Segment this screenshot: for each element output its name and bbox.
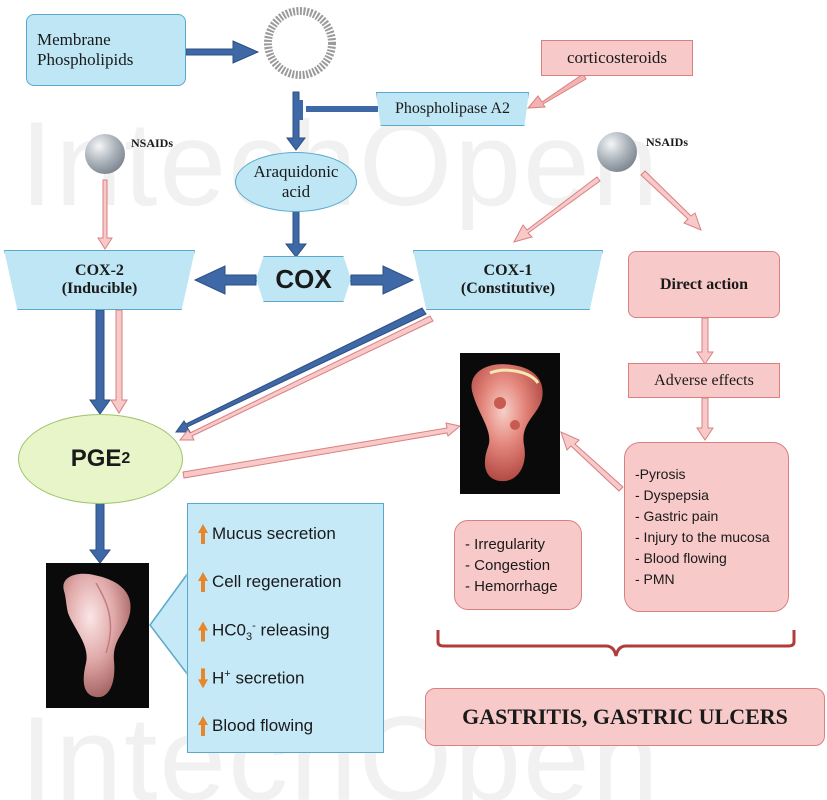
effect-label: Mucus secretion — [212, 524, 336, 543]
effect-label-text: secretion — [230, 668, 305, 688]
effect-row: Cell regeneration — [198, 572, 341, 592]
cox2-box: COX-2 (Inducible) — [4, 250, 195, 310]
effect-row: Mucus secretion — [198, 524, 336, 544]
protective-effects-panel: Mucus secretion Cell regeneration HC03- … — [187, 503, 384, 753]
effect-label: HC03- releasing — [212, 620, 330, 643]
symptom-item: - PMN — [635, 571, 675, 587]
arrow-pge2-to-stomach — [88, 502, 112, 564]
arrow-nsaids-to-cox2 — [97, 179, 113, 250]
phospholipase-inhibition-bar — [306, 106, 378, 112]
increase-arrow-icon — [198, 572, 208, 592]
arrow-membrane-to-micelle — [185, 40, 260, 64]
effect-label-text: H — [212, 668, 225, 688]
arrow-nsaids-to-direct-action — [640, 170, 702, 231]
effect-label-superscript: + — [224, 668, 231, 680]
symptom-item: - Gastric pain — [635, 508, 719, 524]
cox1-box: COX-1 (Constitutive) — [413, 250, 603, 310]
effect-label-subscript: 3 — [246, 631, 253, 644]
micelle-icon — [264, 7, 336, 79]
nsaids-label-left: NSAIDs — [131, 136, 174, 150]
cox1-sublabel: (Constitutive) — [460, 280, 556, 297]
arrow-pge2-to-ulcer — [182, 422, 462, 479]
increase-arrow-icon — [198, 524, 208, 544]
phospholipase-a2-box: Phospholipase A2 — [376, 92, 529, 126]
arrow-cox2-to-pge2-pink — [110, 309, 128, 414]
arrow-cox1-to-pge2-pink — [178, 315, 434, 441]
cox-box: COX — [256, 256, 351, 302]
healthy-stomach-image — [63, 573, 131, 698]
membrane-phospholipids-box: Membrane Phospholipids — [26, 14, 186, 86]
arrow-cox1-to-pge2 — [175, 307, 427, 433]
effect-label: H+ secretion — [212, 668, 304, 689]
ulcerated-stomach-image — [471, 364, 543, 482]
lesion-item: - Congestion — [465, 556, 551, 574]
arrow-adverse-to-symptoms — [696, 397, 714, 441]
nsaid-pill-icon — [85, 134, 125, 174]
cox2-label: COX-2 — [75, 262, 124, 279]
effect-label-text: releasing — [255, 620, 330, 640]
symptom-item: - Dyspepsia — [635, 487, 709, 503]
effect-label-text: HC0 — [212, 620, 247, 640]
arrow-araquidonic-to-cox — [284, 209, 308, 258]
effect-label: Blood flowing — [212, 716, 314, 735]
effect-row: HC03- releasing — [198, 620, 330, 643]
arrow-corticosteroids-to-phospholipase — [526, 73, 587, 109]
lesions-box: - Irregularity - Congestion - Hemorrhage — [454, 520, 582, 610]
increase-arrow-icon — [198, 716, 208, 736]
direct-action-box: Direct action — [628, 251, 780, 318]
symptom-item: -Pyrosis — [635, 466, 686, 482]
lesion-item: - Irregularity — [465, 535, 546, 553]
gastritis-ulcers-box: GASTRITIS, GASTRIC ULCERS — [425, 688, 825, 746]
cox2-sublabel: (Inducible) — [61, 280, 138, 297]
corticosteroids-box: corticosteroids — [541, 40, 693, 76]
symptoms-box: -Pyrosis - Dyspepsia - Gastric pain - In… — [624, 442, 789, 612]
cox1-label: COX-1 — [483, 262, 533, 279]
effect-row: Blood flowing — [198, 716, 313, 736]
ulcerated-stomach-photo — [460, 353, 560, 494]
nsaid-pill-icon — [597, 132, 637, 172]
symptom-item: - Injury to the mucosa — [635, 529, 770, 545]
healthy-stomach-photo — [46, 563, 149, 708]
pge2-label: PGE — [70, 445, 122, 472]
adverse-effects-box: Adverse effects — [628, 363, 780, 398]
symptom-item: - Blood flowing — [635, 550, 727, 566]
arrow-symptoms-to-ulcer — [560, 431, 624, 492]
arrow-cox-to-cox1 — [350, 265, 415, 295]
effect-label: Cell regeneration — [212, 572, 342, 591]
decrease-arrow-icon — [198, 668, 208, 689]
pge2-subscript: 2 — [121, 450, 131, 467]
arrow-nsaids-to-cox1 — [513, 176, 601, 243]
lesion-item: - Hemorrhage — [465, 577, 558, 595]
araquidonic-acid-ellipse: Araquidonic acid — [235, 152, 357, 212]
effects-callout-wedge — [149, 570, 189, 678]
arrow-micelle-to-araquidonic — [286, 91, 306, 151]
arrow-cox-to-cox2 — [193, 265, 257, 295]
increase-arrow-icon — [198, 621, 208, 642]
effect-label-superscript: - — [252, 620, 256, 632]
arrow-direct-to-adverse — [696, 317, 714, 365]
curly-brace — [436, 630, 796, 657]
effect-row: H+ secretion — [198, 668, 304, 689]
nsaids-label-right: NSAIDs — [646, 135, 689, 149]
arrow-cox2-to-pge2 — [89, 309, 111, 415]
